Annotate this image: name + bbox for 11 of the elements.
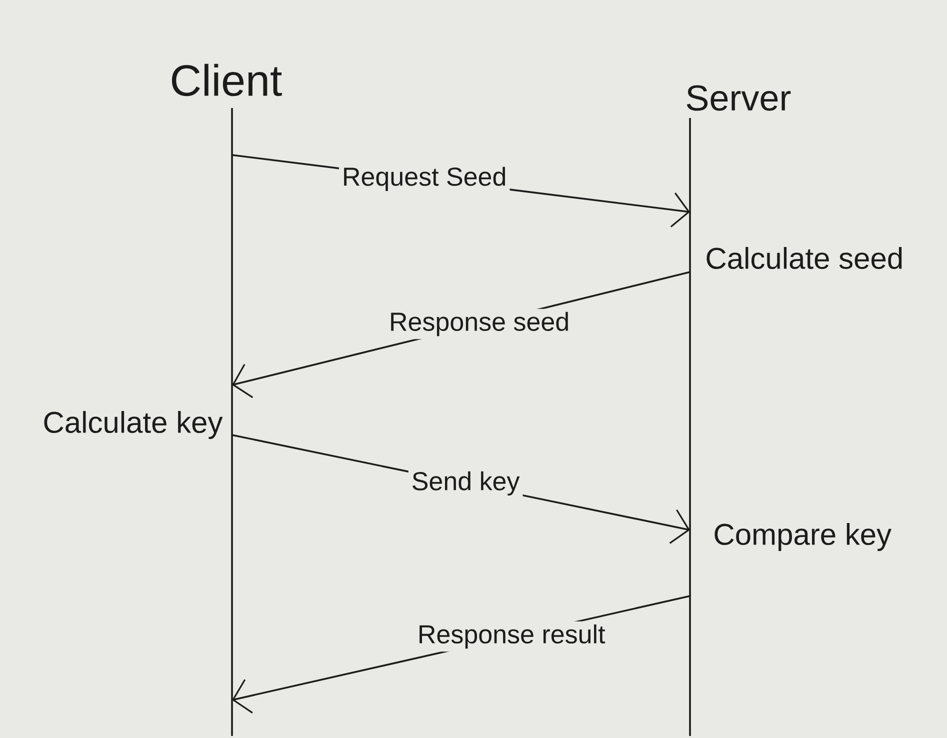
action-note: Calculate seed: [706, 246, 902, 270]
lifeline: [231, 107, 233, 737]
participant-label: Server: [686, 85, 791, 111]
action-note: Calculate key: [44, 411, 223, 439]
edge-label: Response result: [414, 621, 608, 652]
edge-label: Request Seed: [338, 164, 510, 194]
action-note: Compare key: [714, 523, 892, 551]
lifeline: [689, 117, 691, 737]
edge-label: Send key: [408, 468, 523, 499]
participant-label: Client: [172, 64, 282, 96]
edge-label: Response seed: [386, 308, 573, 340]
